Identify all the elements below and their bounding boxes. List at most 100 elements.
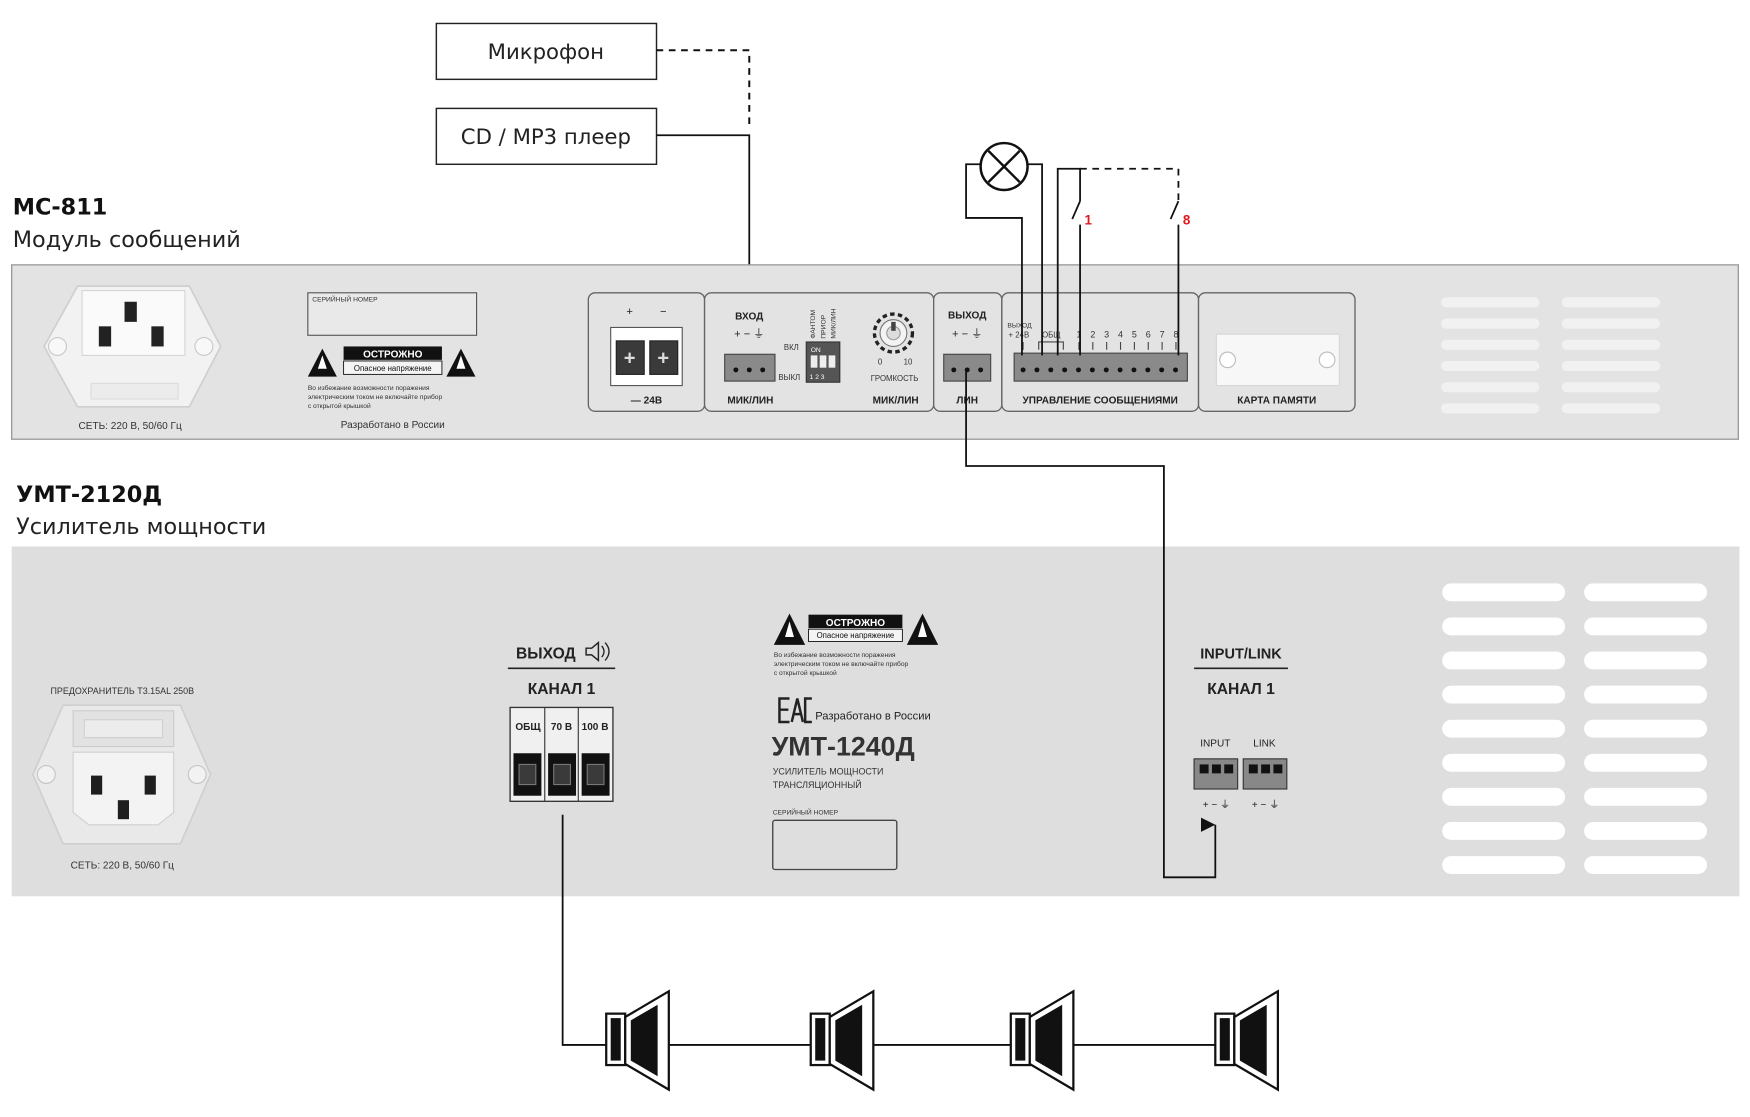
- input-terminal: ВХОД + − ⏚ МИК/ЛИН: [724, 312, 776, 406]
- mc811-panel: СЕТЬ: 220 В, 50/60 Гц СЕРИЙНЫЙ НОМЕР ОСТ…: [10, 264, 1740, 440]
- mc811-model: МС-811: [13, 195, 108, 221]
- control-pin: [1145, 367, 1151, 373]
- power-24v-terminal: + − + + — 24В: [610, 306, 683, 406]
- terminal-common: ОБЩ: [515, 722, 541, 733]
- control-number-3: 3: [1104, 330, 1109, 340]
- mc811-caution-title: ОСТРОЖНО: [363, 350, 423, 361]
- control-number-4: 4: [1118, 330, 1123, 340]
- eac-text: EAC: [795, 691, 797, 694]
- output-label: ЛИН: [956, 395, 978, 406]
- vent-slot: [1442, 651, 1566, 670]
- speaker-icon: [1214, 989, 1280, 1092]
- mc811-caution-line-1: Во избежание возможности поражения: [308, 384, 430, 392]
- control-out-label: ВЫХОД: [1007, 322, 1032, 329]
- output-title: ВЫХОД: [948, 311, 986, 322]
- input-channel: КАНАЛ 1: [1207, 681, 1275, 698]
- link-label: LINK: [1253, 739, 1276, 750]
- volume-knob: 0 10 ГРОМКОСТЬ МИК/ЛИН: [871, 312, 919, 406]
- control-number-5: 5: [1132, 330, 1137, 340]
- vent-slot: [1584, 787, 1708, 806]
- power-24v-label: — 24В: [631, 395, 662, 406]
- vent-slot: [1441, 382, 1540, 393]
- vent-slot: [1441, 403, 1540, 414]
- mc811-power-label: СЕТЬ: 220 В, 50/60 Гц: [79, 421, 182, 432]
- mc811-caution-sub: Опасное напряжение: [354, 364, 432, 373]
- umt-desc-line-1: УСИЛИТЕЛЬ МОЩНОСТИ: [773, 766, 884, 776]
- mc811-caution: ОСТРОЖНО Опасное напряжение Во избежание…: [307, 346, 476, 410]
- eac-logo: EAC: [778, 691, 812, 724]
- vent-slot: [1442, 787, 1566, 806]
- vent-slot: [1442, 583, 1566, 602]
- umt-made-in: Разработано в России: [815, 711, 930, 723]
- dip-switch: ФАНТОМ ПРИОР МИК/ЛИН ВКЛ ВЫКЛ ON 1 2 3: [778, 308, 841, 383]
- control-number-1: 1: [1076, 330, 1081, 340]
- umt-name: Усилитель мощности: [16, 514, 266, 540]
- mc811-caution-line-2: электрическим током не включайте прибор: [308, 393, 443, 401]
- vent-slot: [1442, 856, 1566, 874]
- switch-1-label: 1: [1085, 213, 1093, 228]
- vent-slot: [1584, 685, 1708, 704]
- memory-card-label: КАРТА ПАМЯТИ: [1237, 395, 1316, 406]
- speaker-icon: [809, 989, 875, 1092]
- volume-label: ГРОМКОСТЬ: [871, 374, 919, 383]
- volume-max: 10: [904, 357, 913, 366]
- control-pin: [1020, 367, 1026, 373]
- umt-caution-line-3: с открытой крышкой: [774, 669, 837, 677]
- speaker-icon: [605, 989, 670, 1092]
- power-24v-plus: +: [626, 306, 633, 318]
- control-number-7: 7: [1160, 330, 1165, 340]
- control-pin: [1159, 367, 1165, 373]
- control-pin: [1034, 367, 1040, 373]
- control-pin: [1131, 367, 1137, 373]
- svg-text:+: +: [657, 347, 669, 369]
- control-pin: [1062, 367, 1068, 373]
- lamp-and-switches: 1 8: [965, 141, 1191, 356]
- speaker-icon: [1009, 989, 1075, 1092]
- umt-model: УМТ-2120Д: [16, 482, 162, 508]
- vent-slot: [1442, 821, 1566, 840]
- dip-label-miclin: МИК/ЛИН: [830, 308, 837, 338]
- control-pin: [1089, 367, 1095, 373]
- line-output-terminal: ВЫХОД + − ⏚ ЛИН: [943, 311, 992, 406]
- mc811-serial-label: СЕРИЙНЫЙ НОМЕР: [312, 295, 378, 304]
- link-pins: + − ⏚: [1252, 799, 1279, 811]
- microphone-wire: [656, 49, 751, 129]
- microphone-label: Микрофон: [488, 40, 604, 65]
- control-pin: [1173, 367, 1178, 373]
- control-pin: [1076, 367, 1081, 373]
- vent-slot: [1561, 297, 1661, 308]
- vent-slot: [1584, 617, 1708, 636]
- volume-min: 0: [878, 357, 883, 366]
- speaker-output-terminal: ВЫХОД КАНАЛ 1 ОБЩ 70 В 100 В: [507, 641, 616, 802]
- control-pin: [1117, 367, 1123, 373]
- vent-slot: [1441, 318, 1540, 329]
- input-title: ВХОД: [735, 312, 763, 323]
- vent-slot: [1561, 382, 1661, 393]
- mc811-name: Модуль сообщений: [13, 227, 241, 253]
- control-number-8: 8: [1173, 330, 1178, 340]
- vent-slot: [1584, 651, 1708, 670]
- umt-caution-line-2: электрическим током не включайте прибор: [774, 660, 909, 668]
- power-24v-minus: −: [660, 306, 667, 318]
- power-socket: [43, 285, 222, 408]
- umt-caution-sub: Опасное напряжение: [817, 631, 895, 640]
- umt-channel: КАНАЛ 1: [528, 681, 596, 698]
- control-out-24: + 24В: [1009, 331, 1030, 340]
- vent-slot: [1441, 360, 1540, 372]
- vent-slot: [1584, 583, 1708, 602]
- umt-power-label: СЕТЬ: 220 В, 50/60 Гц: [71, 860, 174, 871]
- fuse-label: ПРЕДОХРАНИТЕЛЬ Т3.15AL 250В: [51, 686, 195, 696]
- vent-slot: [1561, 339, 1661, 350]
- umt-serial-label: СЕРИЙНЫЙ НОМЕР: [773, 808, 839, 817]
- input-link-title: INPUT/LINK: [1200, 646, 1282, 662]
- vent-slot: [1584, 856, 1708, 874]
- umt-panel-model: УМТ-1240Д: [772, 731, 915, 761]
- input-pins: + − ⏚: [1203, 799, 1230, 811]
- terminal-70v: 70 В: [551, 722, 572, 733]
- vent-slot: [1442, 719, 1566, 738]
- vent-slot: [1561, 318, 1661, 329]
- umt-power-socket: [31, 704, 212, 845]
- dip-off-label: ВЫКЛ: [778, 373, 800, 382]
